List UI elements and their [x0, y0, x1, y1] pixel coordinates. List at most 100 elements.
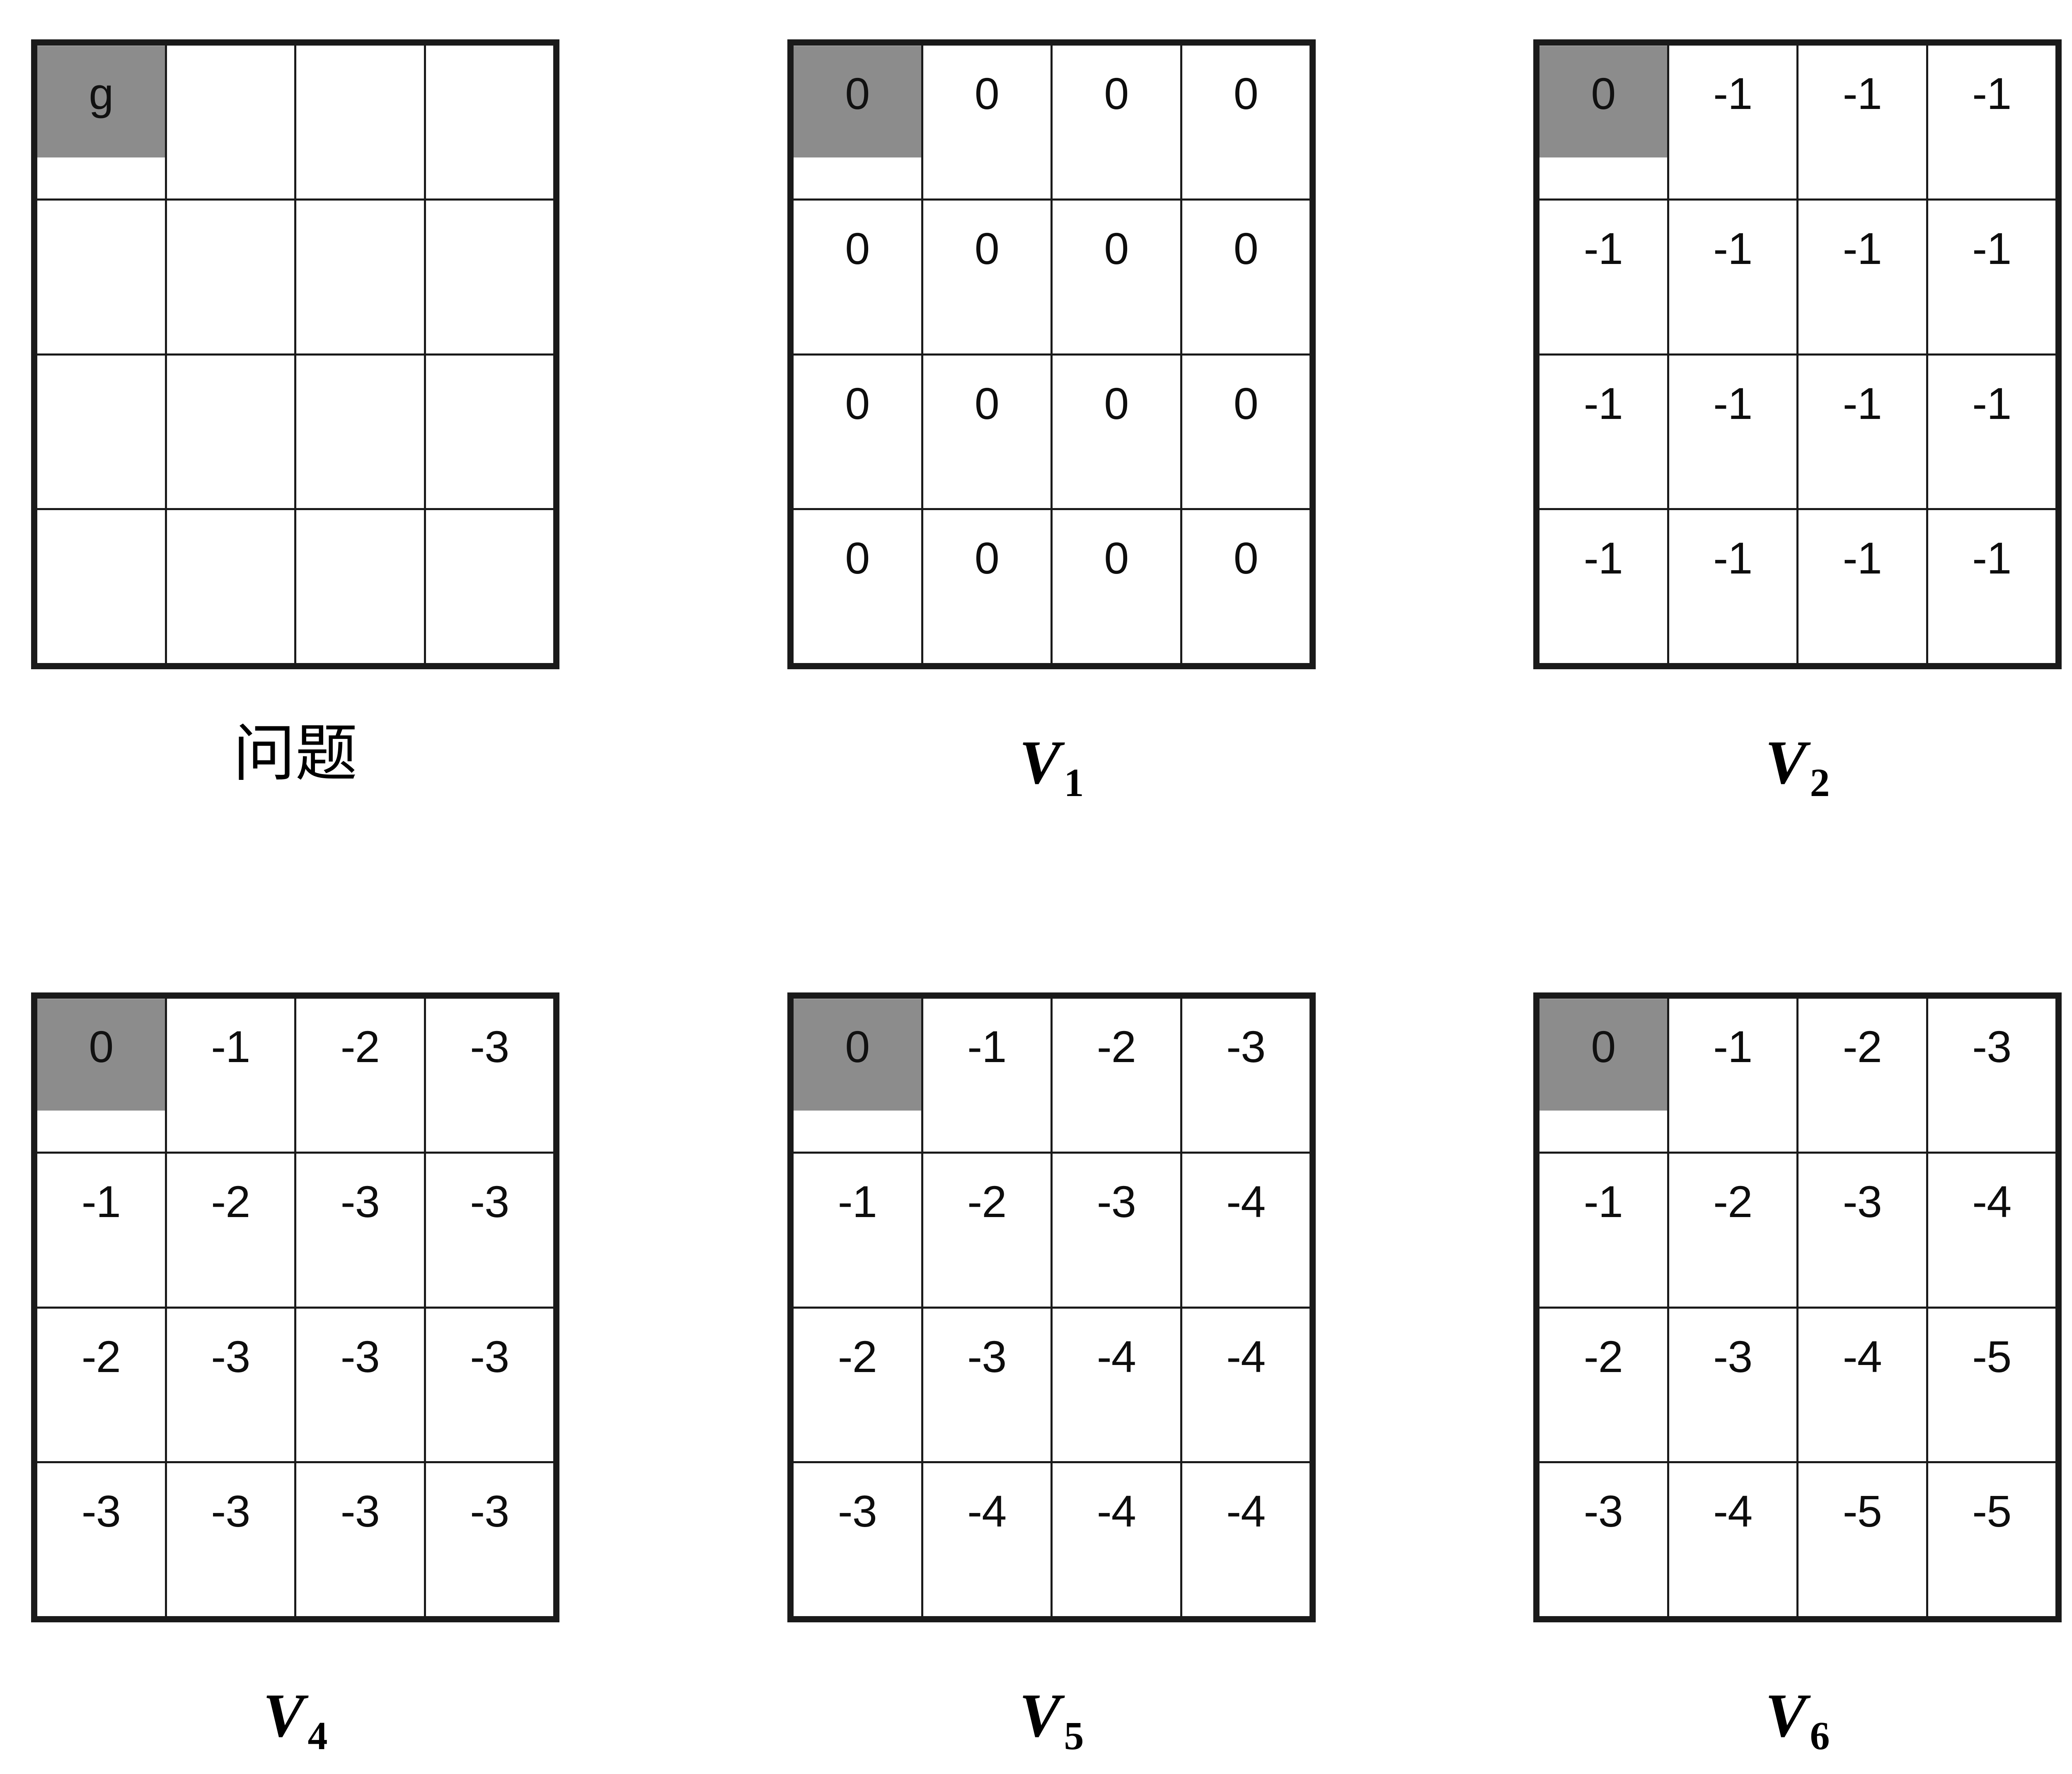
cell-value: 0	[974, 68, 1000, 119]
caption-subscript: 6	[1810, 1713, 1830, 1758]
grid-cell: -3	[35, 1461, 167, 1618]
cell-value: 0	[1233, 378, 1259, 428]
table-row: 0 -1 -1 -1	[1537, 44, 2057, 201]
grid-cell: -1	[921, 997, 1053, 1154]
cell-value: -1	[1842, 378, 1882, 428]
grid-cell: -1	[1537, 1151, 1669, 1309]
cell-value: -5	[1972, 1486, 2011, 1537]
grid-cell: -4	[1180, 1306, 1312, 1464]
grid-cell: 0	[1051, 44, 1182, 201]
cell-value: -1	[1583, 1176, 1623, 1227]
grid-cell: -1	[1667, 997, 1798, 1154]
cell-value: -4	[1226, 1486, 1266, 1537]
cell-value: -1	[1972, 68, 2011, 119]
table-row: -2 -3 -4 -5	[1537, 1306, 2057, 1464]
goal-cell: 0	[792, 997, 923, 1154]
cell-value: -1	[1583, 223, 1623, 273]
table-row	[35, 353, 555, 511]
cell-value: -1	[967, 1021, 1007, 1072]
table-row	[35, 508, 555, 665]
grid-cell: -4	[1051, 1461, 1182, 1618]
cell-value: -2	[81, 1331, 121, 1382]
table-row: -1-2-3-3	[35, 1151, 555, 1309]
cell-value: -4	[1972, 1176, 2011, 1227]
grid-cell: -1	[1796, 508, 1928, 665]
cell-value: 0	[1104, 68, 1129, 119]
grid-cell: -3	[792, 1461, 923, 1618]
grid-cell: -2	[294, 997, 426, 1154]
grid-cell: -5	[1796, 1461, 1928, 1618]
caption-symbol: V	[1765, 1681, 1807, 1750]
grid-cell: -3	[424, 1461, 555, 1618]
cell-value: -3	[470, 1021, 509, 1072]
cell-value: -3	[470, 1176, 509, 1227]
cell-value: 0	[89, 1021, 114, 1072]
cell-value: -5	[1842, 1486, 1882, 1537]
cell-value: 0	[1104, 533, 1129, 583]
grid-cell: -3	[1537, 1461, 1669, 1618]
cell-value: -1	[1583, 378, 1623, 428]
cell-value: -3	[470, 1486, 509, 1537]
cell-value: g	[89, 68, 114, 119]
cell-value: -1	[1713, 68, 1752, 119]
cell-value: 0	[1591, 68, 1616, 119]
grid-cell: -1	[1926, 353, 2057, 511]
table-row: 0-1-2-3	[35, 997, 555, 1154]
cell-value: -3	[1097, 1176, 1136, 1227]
cell-value: -1	[1972, 533, 2011, 583]
cell-value: -1	[1972, 223, 2011, 273]
cell-value: -3	[1713, 1331, 1752, 1382]
grid-cell: -4	[1180, 1461, 1312, 1618]
cell-value: -4	[1842, 1331, 1882, 1382]
panel-caption-v6: V6	[1533, 1684, 2062, 1756]
caption-subscript: 4	[307, 1713, 328, 1758]
cell-value: -2	[1583, 1331, 1623, 1382]
grid-cell: -1	[1667, 353, 1798, 511]
cell-value: -2	[211, 1176, 250, 1227]
grid-cell: 0	[1180, 353, 1312, 511]
grid-cell: 0	[1180, 198, 1312, 356]
cell-value: 0	[1591, 1021, 1616, 1072]
grid-cell: -3	[294, 1461, 426, 1618]
table-row: -2-3-3-3	[35, 1306, 555, 1464]
panel-caption-v2: V2	[1533, 731, 2062, 803]
cell-value: -1	[1842, 68, 1882, 119]
grid-cell: -1	[1537, 353, 1669, 511]
value-grid-v5: 0-1-2-3-1-2-3-4-2-3-4-4-3-4-4-4	[787, 992, 1316, 1622]
grid-cell: 0	[921, 44, 1053, 201]
grid-cell: -2	[1667, 1151, 1798, 1309]
cell-value: -1	[838, 1176, 877, 1227]
cell-value: 0	[845, 533, 870, 583]
grid-cell: -1	[1796, 353, 1928, 511]
grid-cell: 0	[1051, 353, 1182, 511]
grid-cell: -2	[35, 1306, 167, 1464]
caption-subscript: 1	[1064, 760, 1084, 805]
cell-value: -3	[340, 1486, 380, 1537]
grid-cell	[294, 508, 426, 665]
table-row: -2-3-4-4	[792, 1306, 1312, 1464]
caption-symbol: V	[1765, 728, 1807, 797]
table-row	[35, 198, 555, 356]
grid-cell: 0	[1051, 198, 1182, 356]
grid-cell: -1	[1796, 198, 1928, 356]
grid-cell: -3	[424, 997, 555, 1154]
grid-cell: 0	[921, 353, 1053, 511]
caption-symbol: V	[1019, 1681, 1061, 1750]
cell-value: 0	[1233, 68, 1259, 119]
cell-value: -3	[211, 1331, 250, 1382]
cell-value: -2	[838, 1331, 877, 1382]
grid-cell: -3	[165, 1306, 296, 1464]
cell-value: -1	[1842, 533, 1882, 583]
grid-cell: -5	[1926, 1306, 2057, 1464]
cell-value: -1	[1713, 223, 1752, 273]
grid-cell: -1	[1667, 508, 1798, 665]
cell-value: -3	[340, 1176, 380, 1227]
cell-value: -3	[838, 1486, 877, 1537]
grid-cell: -3	[1051, 1151, 1182, 1309]
